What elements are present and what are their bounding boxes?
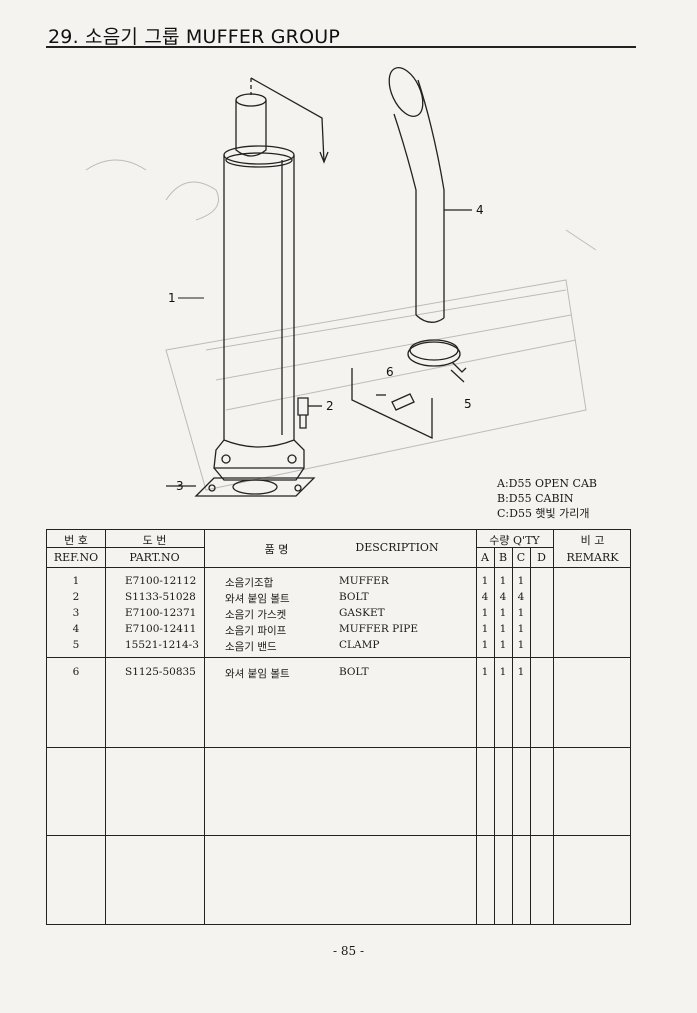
cell-part: S1125-50835 — [125, 666, 196, 678]
cell-b: 1 — [499, 639, 507, 651]
header-name-ko: 품 명 — [264, 543, 289, 556]
header-qty: 수량 Q'TY — [489, 534, 540, 547]
header-remark-ko: 비 고 — [580, 534, 605, 547]
page-number: - 85 - — [332, 944, 364, 958]
callout-6: 6 — [386, 365, 394, 379]
header-qty-b: B — [498, 551, 508, 564]
cell-ref: 5 — [72, 639, 80, 651]
cell-desc: MUFFER PIPE — [339, 623, 419, 635]
callout-4: 4 — [476, 203, 484, 217]
cell-ref: 2 — [72, 591, 80, 603]
cell-ref: 3 — [72, 607, 80, 619]
header-ref-ko: 번 호 — [64, 534, 88, 547]
cell-b: 4 — [499, 591, 507, 603]
callout-3: 3 — [176, 479, 184, 493]
cell-b: 1 — [499, 575, 507, 587]
header-qty-d: D — [537, 551, 546, 564]
muffler-exploded-diagram: 1 2 3 4 5 6 — [85, 67, 597, 497]
cell-part: E7100-12411 — [125, 623, 197, 635]
cell-b: 1 — [499, 623, 507, 635]
cell-a: 1 — [481, 666, 489, 678]
cell-desc: GASKET — [339, 607, 385, 619]
header-qty-c: C — [516, 551, 526, 564]
cell-desc: BOLT — [339, 666, 369, 678]
variant-b: B:D55 CABIN — [497, 492, 574, 505]
cell-a: 1 — [481, 575, 489, 587]
variant-a: A:D55 OPEN CAB — [497, 477, 597, 490]
cell-name-ko: 와셔 붙임 볼트 — [225, 668, 290, 680]
page-title: 29. 소음기 그룹 MUFFER GROUP — [48, 26, 340, 48]
cell-part: 15521-1214-3 — [125, 639, 199, 651]
cell-ref: 4 — [72, 623, 80, 635]
cell-name-ko: 소음기 밴드 — [225, 641, 277, 653]
cell-desc: CLAMP — [339, 639, 380, 651]
variant-c: C:D55 햇빛 가리개 — [497, 507, 590, 520]
cell-part: E7100-12112 — [125, 575, 197, 587]
cell-name-ko: 소음기조합 — [225, 577, 274, 589]
cell-c: 1 — [517, 575, 525, 587]
callout-1: 1 — [168, 291, 176, 305]
cell-desc: BOLT — [339, 591, 369, 603]
cell-c: 4 — [517, 591, 525, 603]
title-rule — [46, 46, 636, 48]
parts-table: 번 호 REF.NO 도 번 PART.NO 품 명 DESCRIPTION 수… — [46, 529, 631, 925]
cell-name-ko: 와셔 붙임 볼트 — [225, 593, 290, 605]
cell-c: 1 — [517, 623, 525, 635]
cell-c: 1 — [517, 607, 525, 619]
cell-a: 4 — [481, 591, 489, 603]
cell-desc: MUFFER — [339, 575, 389, 587]
cell-b: 1 — [499, 607, 507, 619]
cell-part: E7100-12371 — [125, 607, 197, 619]
cell-part: S1133-51028 — [125, 591, 196, 603]
callout-5: 5 — [464, 397, 472, 411]
header-description: DESCRIPTION — [355, 541, 439, 554]
cell-a: 1 — [481, 639, 489, 651]
callout-2: 2 — [326, 399, 334, 413]
cell-name-ko: 소음기 파이프 — [225, 625, 287, 637]
variant-legend: A:D55 OPEN CAB B:D55 CABIN C:D55 햇빛 가리개 — [497, 476, 597, 521]
cell-c: 1 — [517, 639, 525, 651]
cell-ref: 6 — [72, 666, 80, 678]
header-part-ko: 도 번 — [142, 534, 167, 547]
header-remark-en: REMARK — [566, 551, 619, 564]
cell-a: 1 — [481, 607, 489, 619]
cell-c: 1 — [517, 666, 525, 678]
header-qty-a: A — [481, 551, 489, 564]
cell-name-ko: 소음기 가스켓 — [225, 609, 287, 621]
header-ref-en: REF.NO — [53, 551, 99, 564]
cell-a: 1 — [481, 623, 489, 635]
cell-ref: 1 — [72, 575, 80, 587]
header-part-en: PART.NO — [129, 551, 180, 564]
cell-b: 1 — [499, 666, 507, 678]
